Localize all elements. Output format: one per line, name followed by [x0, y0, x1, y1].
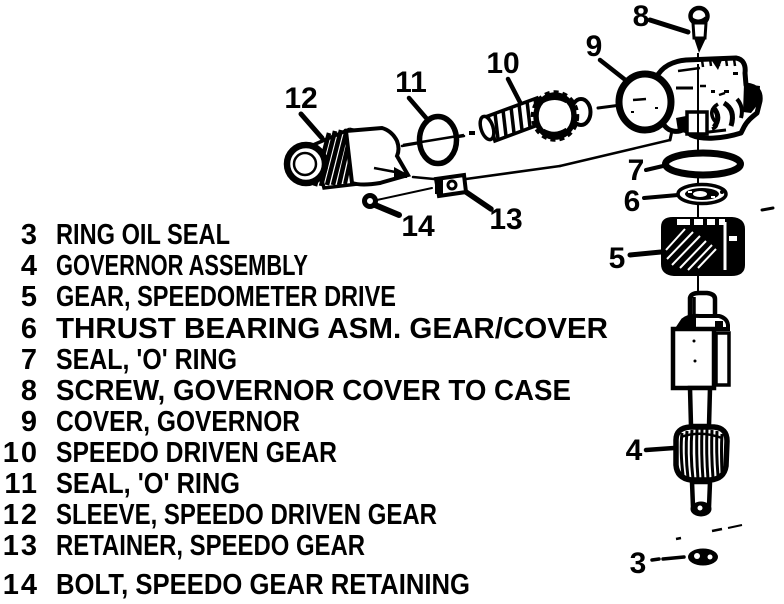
svg-text:9: 9 [21, 406, 39, 438]
svg-text:11: 11 [4, 468, 39, 500]
svg-text:THRUST BEARING ASM. GEAR/COVER: THRUST BEARING ASM. GEAR/COVER [56, 313, 608, 345]
svg-text:8: 8 [21, 375, 39, 407]
svg-text:SEAL, 'O' RING: SEAL, 'O' RING [56, 468, 240, 500]
svg-text:14: 14 [3, 569, 39, 601]
svg-text:6: 6 [21, 313, 39, 345]
svg-text:9: 9 [586, 30, 603, 63]
svg-text:10: 10 [3, 437, 39, 469]
svg-text:7: 7 [628, 154, 645, 187]
svg-text:14: 14 [401, 210, 435, 243]
svg-text:13: 13 [489, 203, 522, 236]
svg-text:6: 6 [624, 185, 641, 218]
svg-text:3: 3 [21, 219, 39, 251]
svg-text:SPEEDO DRIVEN GEAR: SPEEDO DRIVEN GEAR [56, 437, 337, 469]
svg-text:13: 13 [3, 530, 39, 562]
svg-text:GOVERNOR ASSEMBLY: GOVERNOR ASSEMBLY [56, 250, 308, 282]
svg-text:4: 4 [626, 434, 643, 467]
svg-text:RETAINER, SPEEDO GEAR: RETAINER, SPEEDO GEAR [56, 530, 365, 562]
svg-text:8: 8 [633, 0, 650, 33]
svg-text:7: 7 [21, 344, 39, 376]
svg-text:GEAR, SPEEDOMETER DRIVE: GEAR, SPEEDOMETER DRIVE [56, 281, 396, 313]
svg-text:12: 12 [3, 499, 39, 531]
svg-text:SEAL, 'O' RING: SEAL, 'O' RING [56, 344, 237, 376]
svg-text:3: 3 [630, 547, 647, 580]
svg-text:11: 11 [395, 66, 427, 99]
svg-text:COVER, GOVERNOR: COVER, GOVERNOR [56, 406, 300, 438]
svg-text:5: 5 [21, 281, 39, 313]
svg-text:4: 4 [21, 250, 39, 282]
svg-text:RING OIL SEAL: RING OIL SEAL [56, 219, 230, 251]
svg-text:10: 10 [486, 47, 519, 80]
svg-text:BOLT, SPEEDO GEAR RETAINING: BOLT, SPEEDO GEAR RETAINING [56, 569, 470, 601]
svg-text:SLEEVE, SPEEDO DRIVEN GEAR: SLEEVE, SPEEDO DRIVEN GEAR [56, 499, 437, 531]
svg-text:12: 12 [284, 82, 317, 115]
svg-text:SCREW, GOVERNOR COVER TO CASE: SCREW, GOVERNOR COVER TO CASE [56, 375, 571, 407]
svg-text:5: 5 [609, 242, 626, 275]
